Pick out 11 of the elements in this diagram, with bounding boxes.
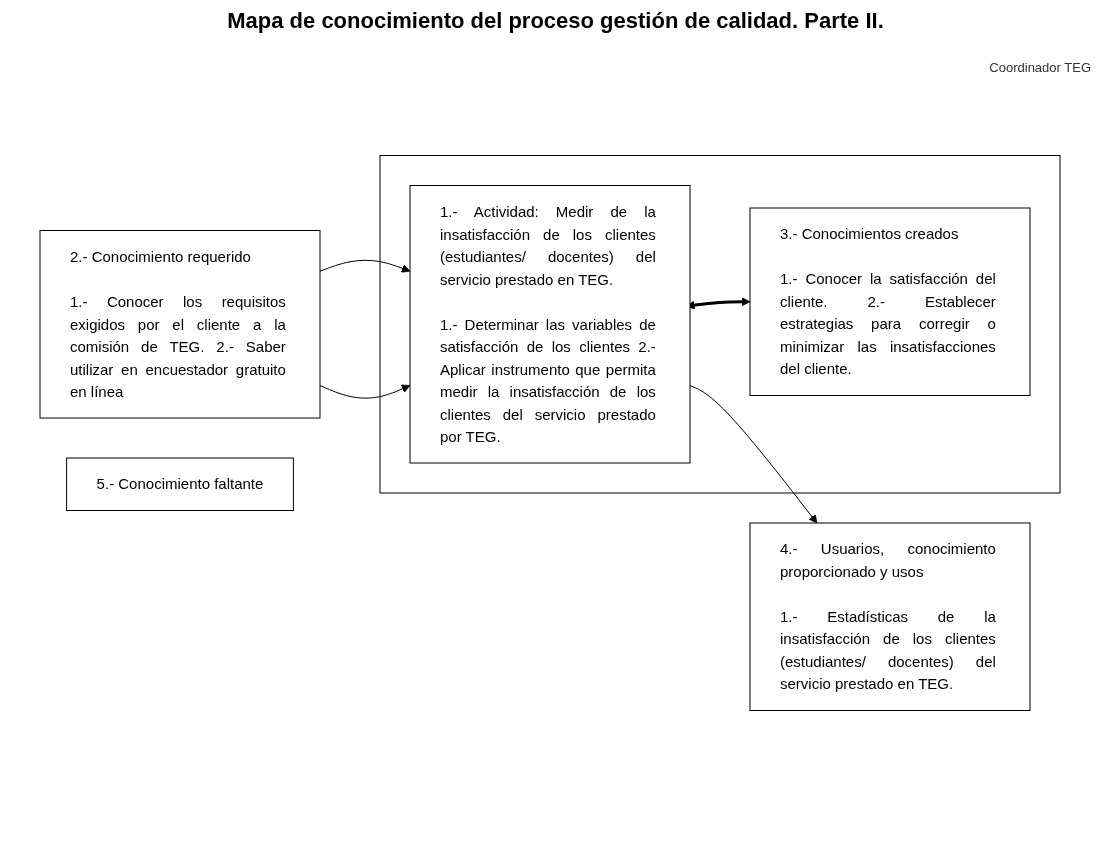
arrow	[319, 384, 411, 399]
arrow	[689, 385, 818, 524]
node-box: 5.- Conocimiento faltante	[66, 457, 294, 511]
diagram-title: Mapa de conocimiento del proceso gestión de calidad. Parte II.	[226, 8, 885, 34]
node-box: 4.- Usuarios, conocimiento proporcionado y usos 1.- Estadísticas de la insatisfacción de los clientes (estudiantes/ docentes) del servicio prestado en TEG.	[749, 522, 1031, 711]
cluster	[379, 155, 1061, 494]
node-box: 3.- Conocimientos creados 1.- Conocer la satisfacción del cliente. 2.- Establecer estrategias para corregir o minimizar las insatisfacciones del cliente.	[749, 207, 1031, 396]
node-box: 2.- Conocimiento requerido 1.- Conocer los requisitos exigidos por el cliente a la comisión de TEG. 2.- Saber utilizar en encuestador gratuito en línea	[39, 230, 321, 419]
note-text: Coordinador TEG	[989, 60, 1091, 75]
arrow	[319, 259, 411, 273]
node-box: 1.- Actividad: Medir de la insatisfacción de los clientes (estudiantes/ docentes) del servicio prestado en TEG. 1.- Determinar las variables de satisfacción de los clientes 2.- Aplicar instrumento que permita medir la insatisfacción de los clientes del servicio prestado por TEG.	[409, 185, 691, 464]
